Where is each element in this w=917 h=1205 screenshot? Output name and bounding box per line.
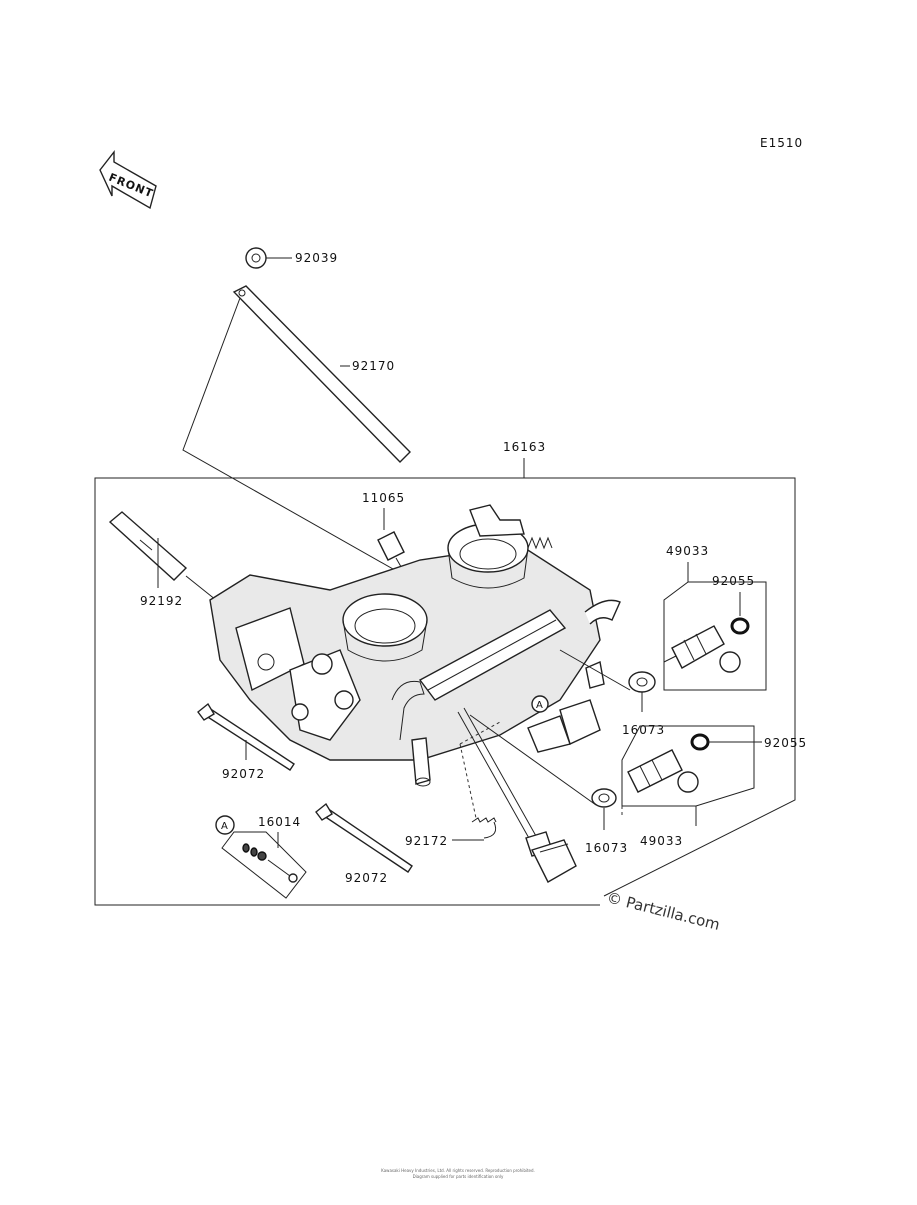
label-92039: 92039 [295,251,338,265]
label-92170: 92170 [352,359,395,373]
leader-injector-lower [469,714,597,806]
strap-leader-line [182,297,431,591]
label-92055-lower: 92055 [764,736,807,750]
label-49033-lower: 49033 [640,834,683,848]
assembly-outline [94,477,796,906]
label-92072-left: 92072 [222,767,265,781]
watermark: © Partzilla.com [605,888,722,933]
part-92055-oring-lower [690,733,762,751]
part-16014-repair-kit [221,831,307,899]
label-92172: 92172 [405,834,448,848]
part-92055-oring-upper [730,617,750,635]
part-49033-injector-upper [663,625,741,673]
part-92072-tie-left [197,702,295,771]
label-16163: 16163 [503,440,546,454]
part-92192-hose [108,511,217,601]
part-16073-washer-upper [628,671,656,712]
callout-a-kit: A [215,815,235,835]
label-92055-upper: 92055 [712,574,755,588]
label-16073-lower: 16073 [585,841,628,855]
part-16073-washer-lower [591,788,617,830]
footer-line-1: Kawasaki Heavy Industries, Ltd. All righ… [381,1168,535,1173]
part-49033-injector-lower [627,749,699,793]
footer-line-2: Diagram supplied for parts identificatio… [413,1174,504,1179]
front-arrow-icon: FRONT [99,149,157,210]
wire-harness [457,707,577,883]
label-16073-upper: 16073 [622,723,665,737]
label-11065: 11065 [362,491,405,505]
throttle-body-assembly [209,504,621,787]
svg-text:A: A [221,821,228,832]
diagram-code: E1510 [760,136,803,150]
part-92072-tie-right [315,802,413,873]
box-49033-upper [663,562,767,691]
label-92192: 92192 [140,594,183,608]
part-92172-clip [452,721,501,841]
callout-a-assembly: A [531,695,549,713]
svg-text:A: A [536,700,543,711]
leader-injector-upper [559,649,631,691]
part-92039-nut [245,247,292,269]
label-92072-right: 92072 [345,871,388,885]
label-16014: 16014 [258,815,301,829]
label-49033-upper: 49033 [666,544,709,558]
part-92170-strap [232,285,411,463]
